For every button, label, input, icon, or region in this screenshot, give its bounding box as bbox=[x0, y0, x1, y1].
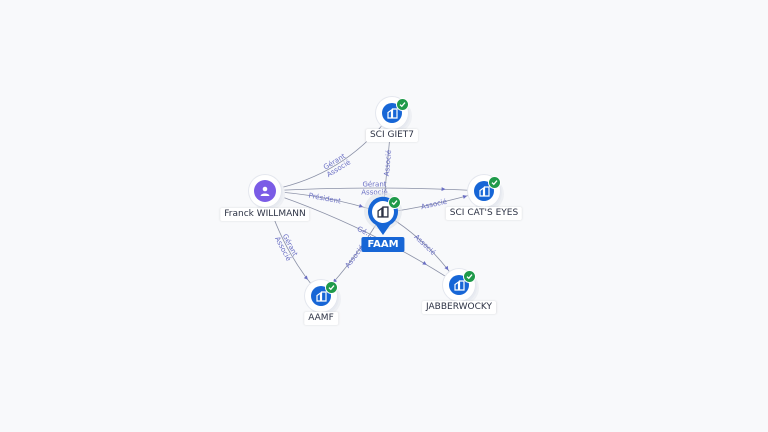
edge-label-franck-faam: Président bbox=[308, 192, 342, 206]
node-label: Franck WILLMANN bbox=[220, 208, 310, 221]
edge-arrow-icon bbox=[358, 203, 364, 208]
verified-check bbox=[396, 98, 409, 111]
check-icon bbox=[391, 200, 398, 206]
verified-check bbox=[488, 176, 501, 189]
node-label: JABBERWOCKY bbox=[422, 301, 496, 314]
edge-arrow-icon bbox=[422, 261, 427, 265]
edge-arrow-icon bbox=[303, 275, 308, 280]
building-icon bbox=[377, 206, 389, 218]
edge-arrow-icon bbox=[462, 195, 468, 199]
verified-check bbox=[325, 281, 338, 294]
check-icon bbox=[328, 285, 335, 291]
person-icon bbox=[260, 186, 270, 196]
edge-arrow-icon bbox=[444, 265, 449, 271]
person-avatar bbox=[254, 180, 276, 202]
check-icon bbox=[491, 180, 498, 186]
node-label: SCI GIET7 bbox=[365, 129, 419, 142]
edge-label-faam-sci_giet7: Associé bbox=[383, 150, 393, 177]
edge-arrow-icon bbox=[441, 187, 446, 192]
edge-franck-sci_giet7 bbox=[264, 112, 393, 192]
check-icon bbox=[466, 274, 473, 280]
edge-label-faam-sci_cats_eyes: Associé bbox=[420, 198, 448, 211]
edge-franck-sci_cats_eyes bbox=[264, 187, 485, 192]
node-label: SCI CAT'S EYES bbox=[445, 207, 523, 220]
building-icon bbox=[478, 185, 490, 197]
edge-label-franck-sci_cats_eyes: Associé bbox=[361, 189, 387, 197]
verified-check bbox=[388, 196, 401, 209]
node-label: AAMF bbox=[304, 312, 338, 325]
building-icon bbox=[315, 290, 327, 302]
edge-label-franck-sci_cats_eyes: Gérant bbox=[362, 181, 386, 189]
edge-label-faam-jabberwocky: Associé bbox=[412, 233, 437, 257]
building-icon bbox=[453, 279, 465, 291]
edge-franck-jabberwocky bbox=[264, 190, 460, 286]
building-icon bbox=[386, 107, 398, 119]
verified-check bbox=[463, 270, 476, 283]
node-label-selected: FAAM bbox=[361, 237, 405, 252]
check-icon bbox=[399, 102, 406, 108]
